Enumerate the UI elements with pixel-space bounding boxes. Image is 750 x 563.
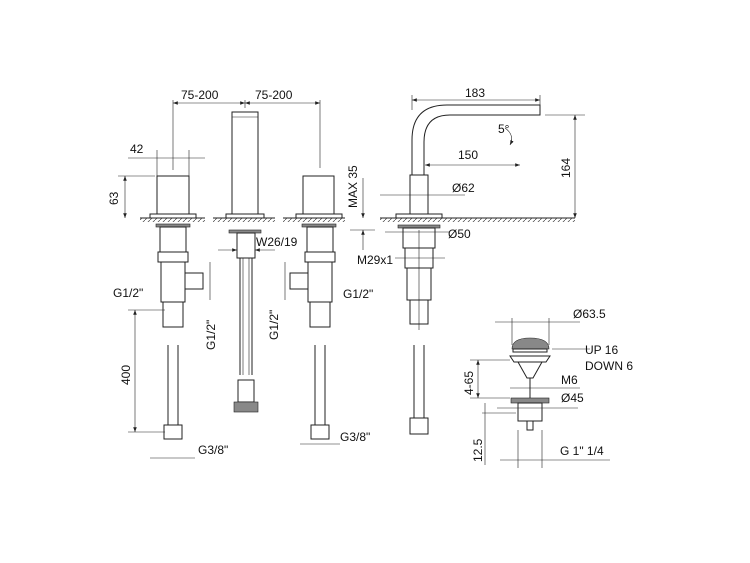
right-valve — [289, 175, 343, 440]
dim-thread: M29x1 — [357, 253, 393, 267]
dim-inner-reach: 150 — [458, 148, 478, 162]
dim-outlet-left: G3/8" — [198, 443, 228, 457]
side-spout-view — [395, 104, 541, 435]
dim-hose-length: 400 — [119, 365, 133, 385]
center-spout — [225, 111, 265, 413]
dim-max-deck: MAX 35 — [346, 165, 360, 208]
dim-hose-right: G1/2" — [267, 310, 281, 340]
deck-surface — [140, 217, 575, 222]
dim-handle-height: 63 — [107, 191, 121, 205]
dim-hose-left: G1/2" — [204, 320, 218, 350]
dim-inlet-right: G1/2" — [343, 287, 373, 301]
left-valve — [149, 175, 204, 440]
dim-stroke-down: DOWN 6 — [585, 359, 633, 373]
dim-spacing-right: 75-200 — [255, 88, 293, 102]
dim-handle-width: 42 — [130, 142, 144, 156]
dim-stroke-up: UP 16 — [585, 343, 618, 357]
dim-hole-dia: Ø50 — [448, 227, 471, 241]
dim-inlet-left: G1/2" — [113, 286, 143, 300]
dim-outlet-right: G3/8" — [340, 430, 370, 444]
dim-body-dia: Ø45 — [561, 391, 584, 405]
dim-spout-reach: 183 — [465, 86, 485, 100]
dim-flange: 12.5 — [471, 438, 485, 462]
dimensions — [118, 95, 610, 468]
dim-spout-height: 164 — [559, 158, 573, 178]
dim-spacing-left: 75-200 — [181, 88, 219, 102]
pop-up-drain — [509, 337, 551, 431]
dim-rod: M6 — [561, 373, 578, 387]
dim-base-dia: Ø62 — [452, 181, 475, 195]
dim-drain-thread: G 1" 1/4 — [560, 444, 604, 458]
dim-spout-angle: 5° — [498, 122, 510, 136]
dim-cap-dia: Ø63.5 — [573, 307, 606, 321]
dim-drain-range: 4-65 — [462, 371, 476, 395]
dim-spout-wrench: W26/19 — [256, 235, 298, 249]
